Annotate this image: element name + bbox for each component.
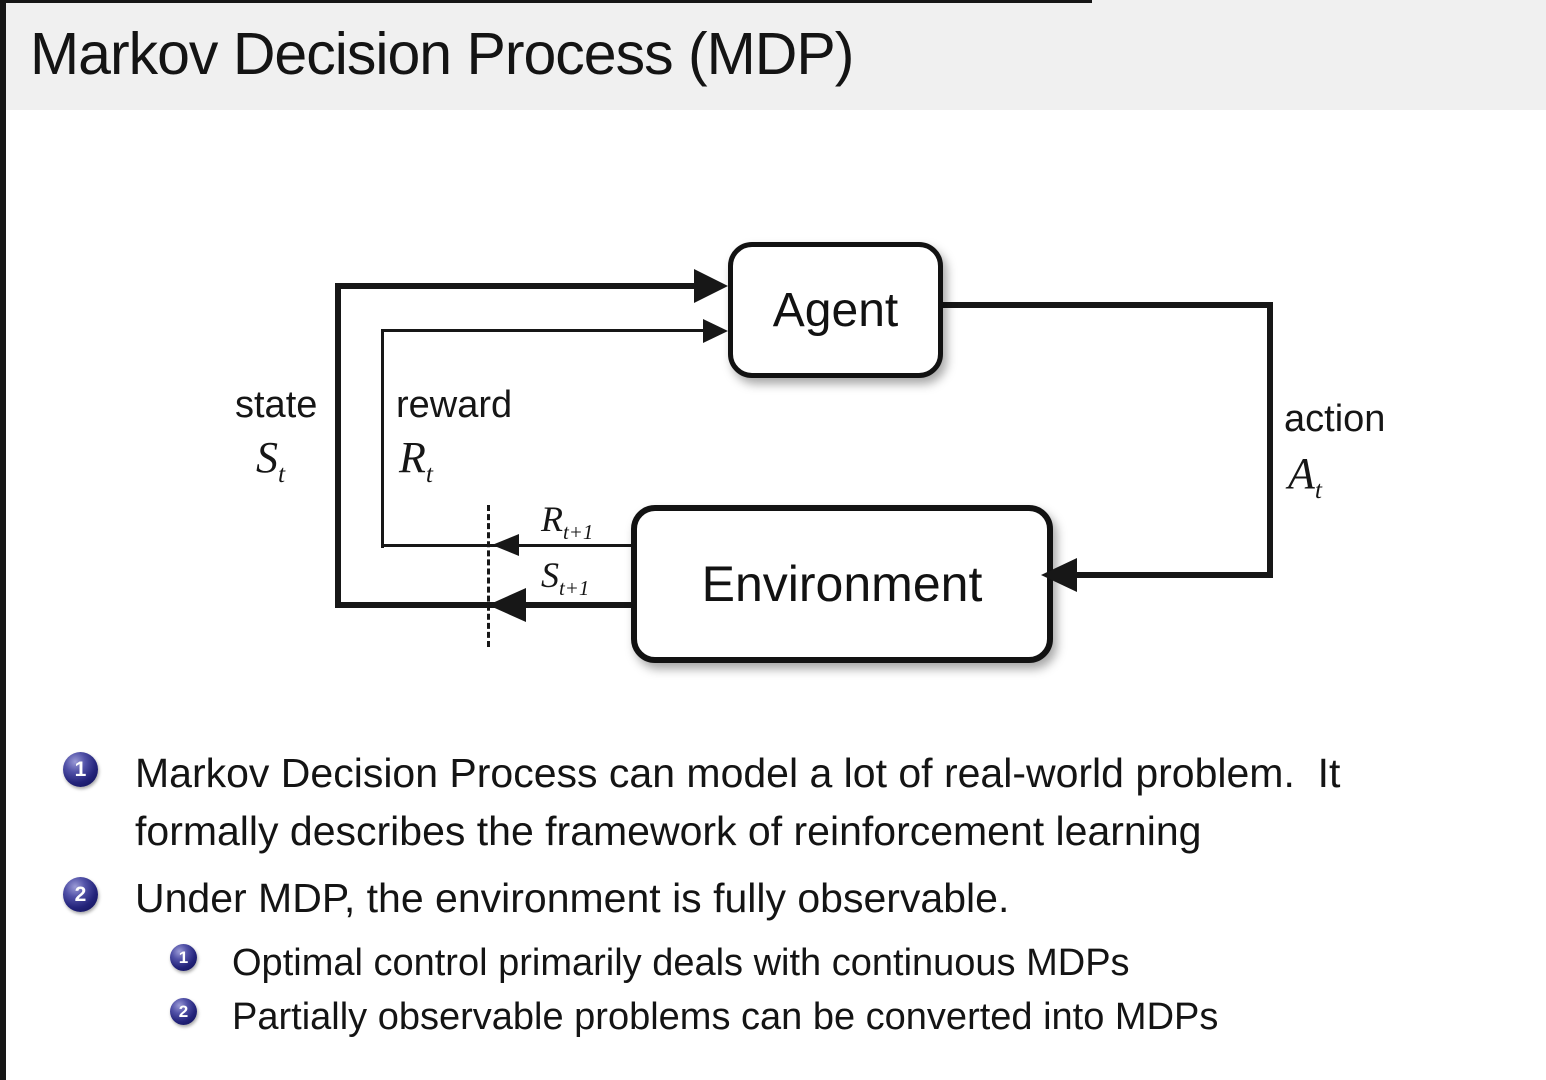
line-reward-vertical (381, 329, 384, 548)
state-symbol: St (256, 433, 286, 488)
sub-bullet-2-number-badge: 2 (170, 998, 197, 1025)
sub-bullet-2-line-1: Partially observable problems can be con… (232, 996, 1219, 1038)
sub-bullet-2-text: Partially observable problems can be con… (232, 990, 1218, 1044)
next-state-symbol: St+1 (541, 555, 590, 601)
arrowhead-next-state (488, 588, 526, 622)
environment-label: Environment (701, 556, 983, 612)
agent-label: Agent (772, 283, 899, 337)
bullet-2-number-badge: 2 (63, 877, 98, 912)
arrowhead-reward-into-agent (703, 319, 728, 343)
environment-box: Environment (631, 505, 1053, 663)
line-action-top (930, 302, 1273, 308)
line-action-vertical (1267, 302, 1273, 578)
line-reward-top (381, 329, 706, 332)
arrowhead-action-into-environment (1041, 558, 1077, 592)
action-label: action (1284, 398, 1386, 440)
dashed-time-boundary (487, 505, 490, 647)
bullet-2-text: Under MDP, the environment is fully obse… (135, 869, 1009, 927)
bullet-2-line-1: Under MDP, the environment is fully obse… (135, 875, 1010, 921)
line-action-bottom (1072, 572, 1273, 578)
reward-label: reward (396, 384, 513, 426)
line-state-top (335, 283, 695, 289)
state-label: state (235, 384, 318, 426)
page-title: Markov Decision Process (MDP) (30, 21, 854, 87)
agent-box: Agent (728, 242, 943, 378)
reward-symbol: Rt (399, 433, 433, 488)
action-symbol: At (1288, 449, 1322, 504)
sub-bullet-1-line-1: Optimal control primarily deals with con… (232, 942, 1130, 984)
sub-bullet-1-number-badge: 1 (170, 944, 197, 971)
sub-bullet-1-text: Optimal control primarily deals with con… (232, 936, 1130, 990)
bullet-1-text: Markov Decision Process can model a lot … (135, 744, 1340, 860)
next-reward-symbol: Rt+1 (541, 499, 594, 545)
top-border (0, 0, 1092, 3)
left-border (0, 0, 6, 1080)
arrowhead-next-reward (492, 534, 519, 556)
line-state-vertical (335, 283, 341, 608)
bullet-1-line-1: Markov Decision Process can model a lot … (135, 750, 1341, 796)
bullet-1-line-2: formally describes the framework of rein… (135, 808, 1202, 854)
bullet-1-number-badge: 1 (63, 752, 98, 787)
arrowhead-state-into-agent (694, 269, 728, 303)
slide-header: Markov Decision Process (MDP) (0, 0, 1546, 110)
line-next-state (335, 602, 636, 608)
